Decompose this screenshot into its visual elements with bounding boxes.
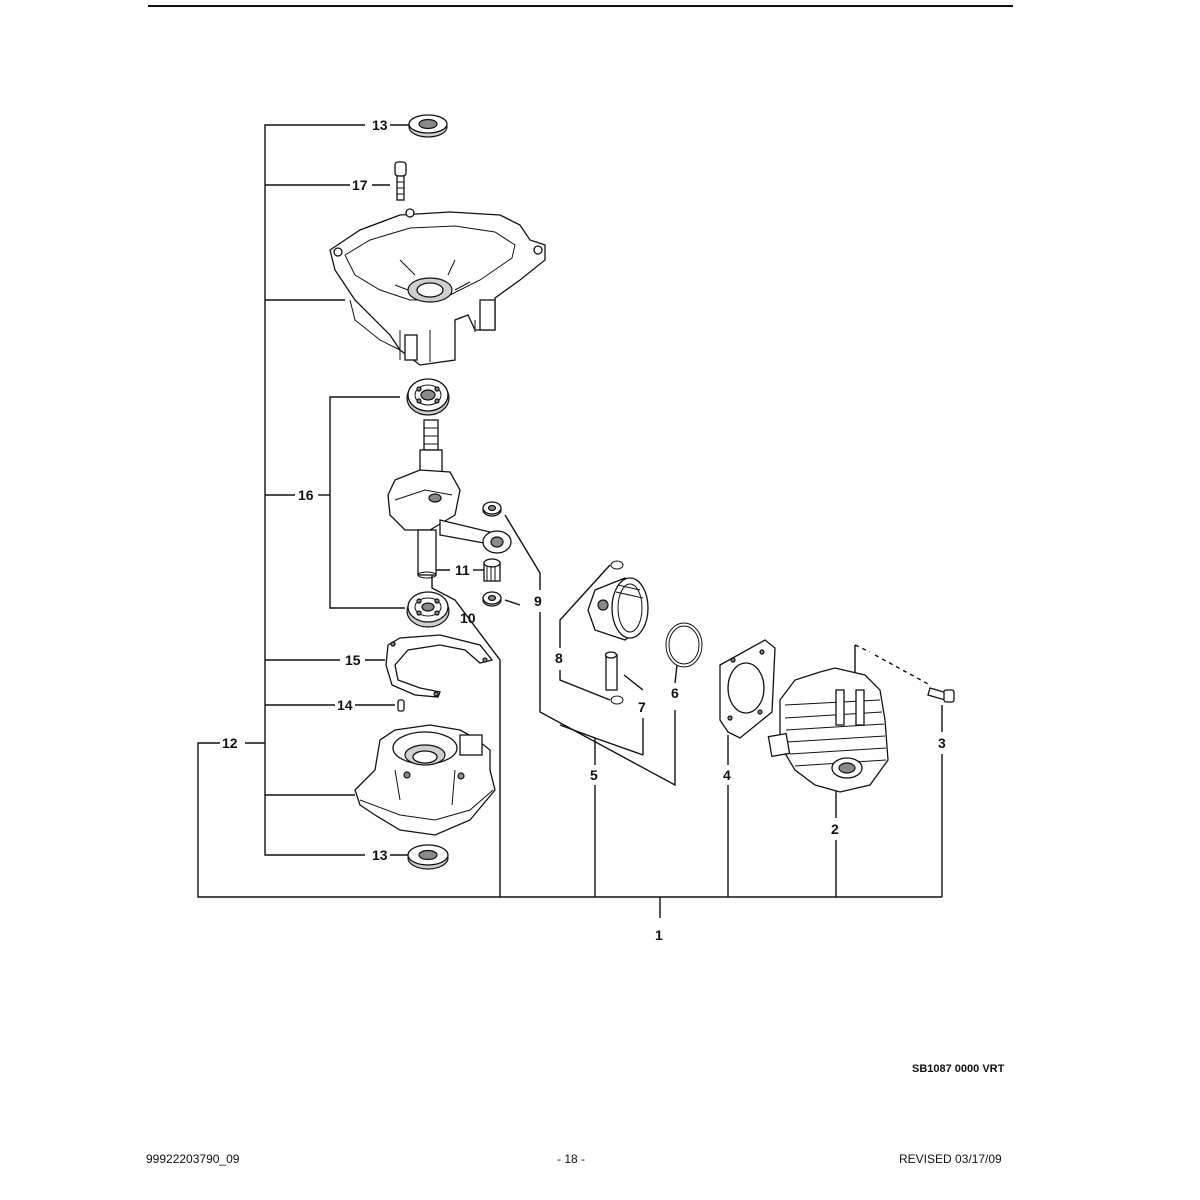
callout-5: 5 [590,767,598,783]
revision-date: REVISED 03/17/09 [899,1152,1002,1166]
callout-4: 4 [723,767,731,783]
top-rule [148,5,1013,7]
callout-10: 10 [460,610,476,626]
callout-14: 14 [337,697,353,713]
cylinder-bolt-part [927,687,955,703]
crankcase-lower-part [354,724,496,836]
piston-part [587,577,649,641]
callout-12: 12 [222,735,238,751]
oil-seal-top-part [408,114,448,138]
cylinder-gasket-part [719,639,776,739]
callout-13-top: 13 [372,117,388,133]
thrust-washer-upper-part [482,501,502,517]
callout-11: 11 [455,562,470,578]
callout-3: 3 [938,735,946,751]
circlip-upper-part [610,560,624,570]
page-number: - 18 - [557,1152,586,1166]
screw-part [394,161,407,201]
crankcase-upper-part [329,208,546,366]
callout-6: 6 [671,685,679,701]
drawing-code: SB1087 0000 VRT [912,1063,1005,1075]
callout-15: 15 [345,652,361,668]
cylinder-part [767,667,889,793]
needle-bearing-part [483,558,501,582]
leader-lines [197,124,943,918]
bearing-lower-part [406,591,450,628]
document-number: 99922203790_09 [146,1152,240,1166]
circlip-lower-part [610,695,624,705]
oil-seal-bottom-part [407,844,449,870]
callout-13-bottom: 13 [372,847,388,863]
callout-7: 7 [638,699,646,715]
callout-2: 2 [831,821,839,837]
callout-16: 16 [298,487,314,503]
callout-1: 1 [655,927,663,943]
piston-pin-part [604,651,618,691]
callout-labels: 13 17 16 11 10 9 8 7 6 15 14 12 5 4 2 3 … [222,117,946,943]
crankshaft-part [387,419,512,579]
callout-17: 17 [352,177,368,193]
dowel-pin-part [397,699,405,712]
piston-ring-part [665,622,703,668]
callout-9: 9 [534,593,542,609]
callout-8: 8 [555,650,563,666]
bearing-upper-part [406,378,450,416]
thrust-washer-lower-part [482,591,502,607]
retainer-plate-part [385,634,494,698]
